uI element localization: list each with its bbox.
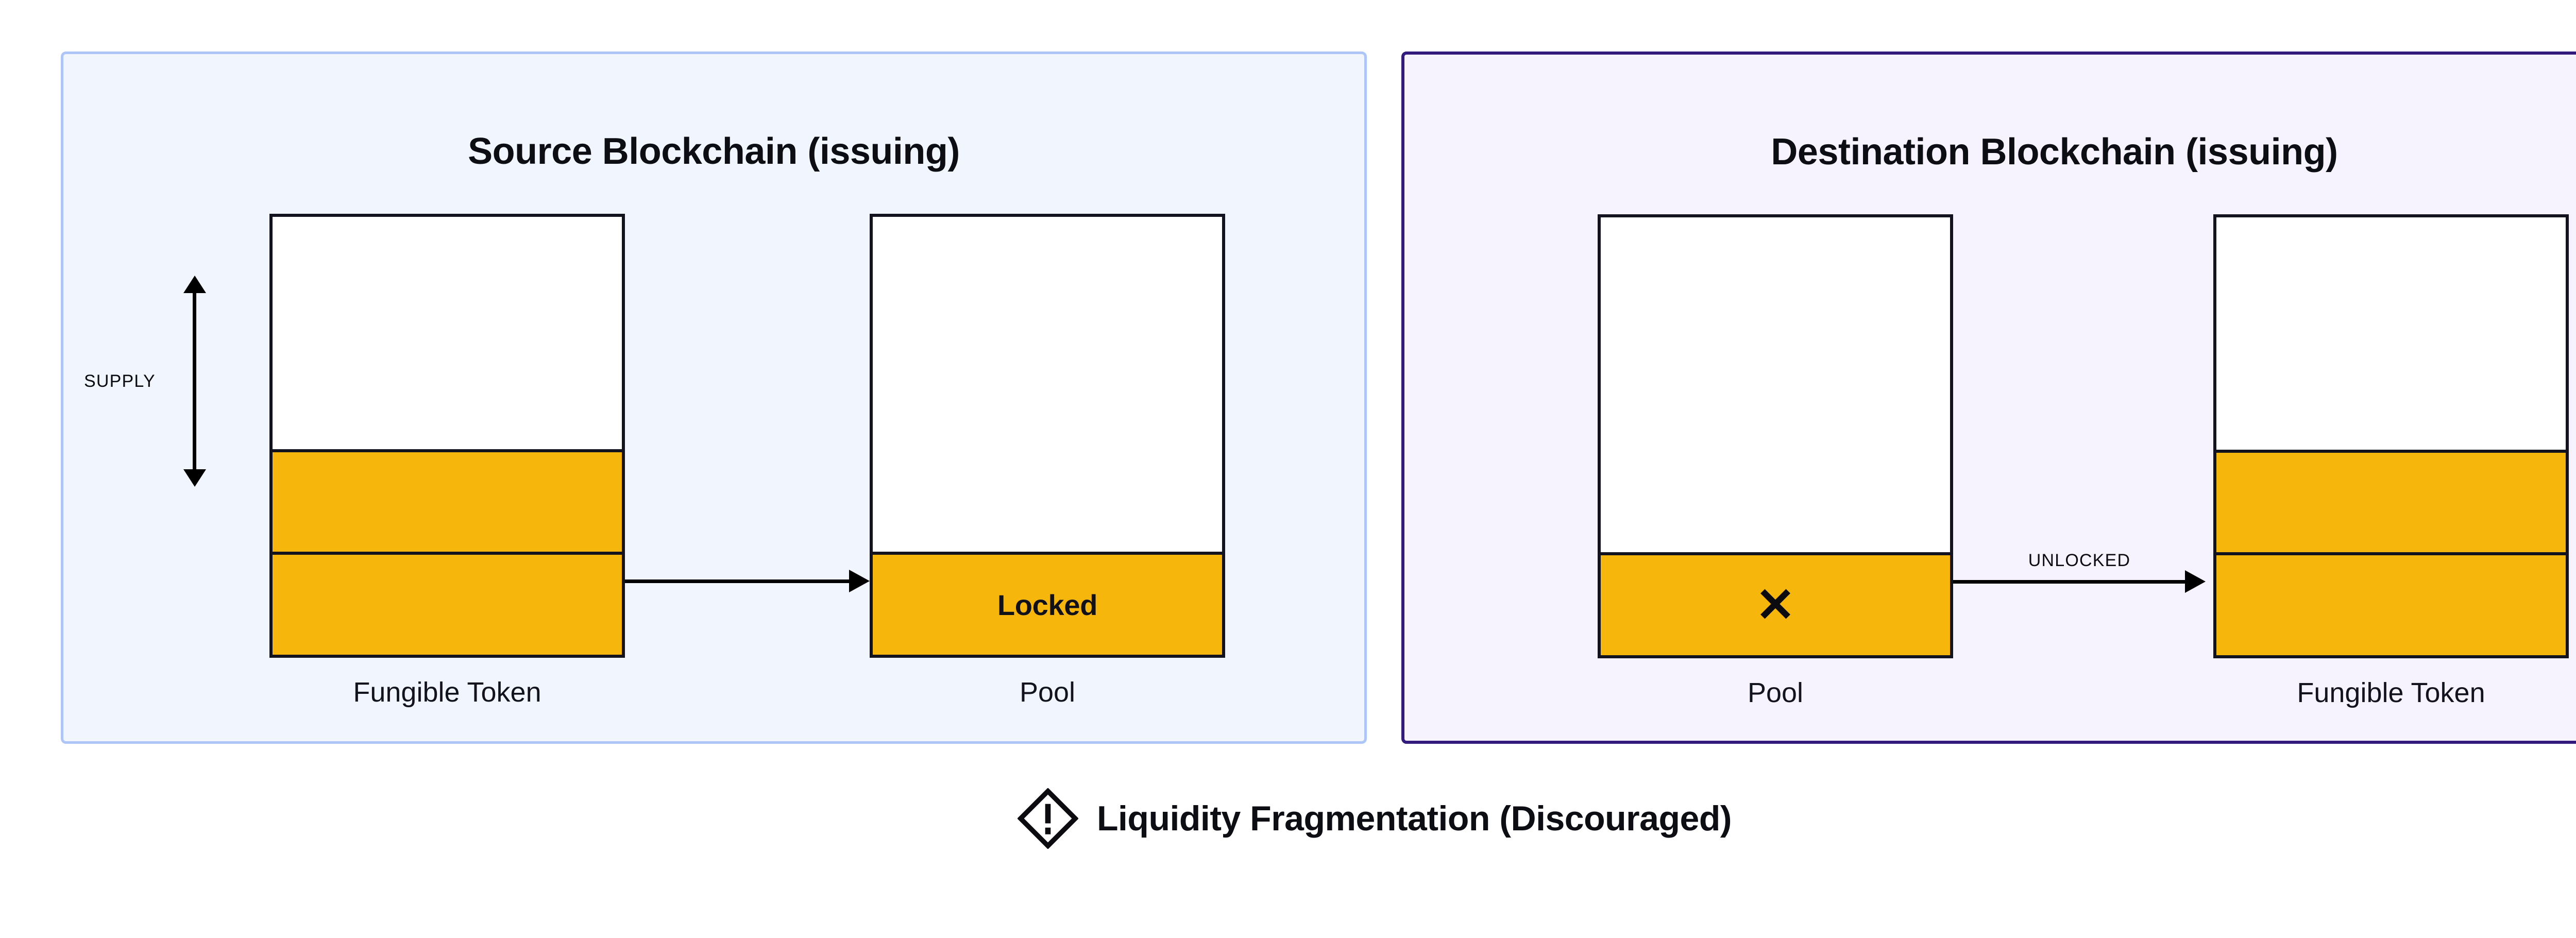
panel-source-title: Source Blockchain (issuing) <box>468 131 960 172</box>
bar-segment-filled <box>2216 552 2566 655</box>
bar-destination-fungible-token <box>2213 214 2569 658</box>
warning-diamond-icon <box>1018 788 1078 849</box>
bar-caption-destination-pool: Pool <box>1747 677 1804 708</box>
panel-destination-blockchain: Destination Blockchain (issuing) ✕ Pool … <box>1401 52 2576 744</box>
bar-group-source-fungible-token: Fungible Token <box>269 214 625 708</box>
panel-destination-title: Destination Blockchain (issuing) <box>1771 131 2338 173</box>
bar-segment-locked: Locked <box>873 552 1222 655</box>
flow-arrow-unlock-label: UNLOCKED <box>2028 551 2131 570</box>
bar-segment-label-locked: Locked <box>997 588 1098 621</box>
bar-group-destination-pool: ✕ Pool <box>1598 214 1953 708</box>
bar-caption-source-fungible-token: Fungible Token <box>353 677 541 708</box>
supply-label-source: SUPPLY <box>84 371 156 391</box>
bar-group-destination-fungible-token: Fungible Token <box>2213 214 2569 708</box>
bar-segment-empty <box>1601 217 1950 553</box>
bar-segment-empty <box>273 217 622 449</box>
bar-segment-filled <box>273 449 622 552</box>
bar-segment-filled <box>2216 449 2566 553</box>
bar-source-pool: Locked <box>870 214 1225 658</box>
supply-indicator-source: SUPPLY <box>84 276 206 487</box>
bar-source-fungible-token <box>269 214 625 658</box>
panel-source-blockchain: Source Blockchain (issuing) SUPPLY Fung <box>61 52 1367 744</box>
bar-caption-source-pool: Pool <box>1019 677 1076 708</box>
bar-destination-pool: ✕ <box>1598 214 1953 658</box>
bar-segment-empty <box>2216 217 2566 450</box>
flow-arrow-lock <box>625 569 870 593</box>
bar-segment-blocked: ✕ <box>1601 552 1950 655</box>
bar-group-source-pool: Locked Pool <box>870 214 1225 708</box>
cross-mark-icon: ✕ <box>1755 579 1795 632</box>
footer-caption: Liquidity Fragmentation (Discouraged) <box>0 788 2576 849</box>
flow-arrow-unlock: UNLOCKED <box>1953 551 2206 593</box>
bar-segment-empty <box>873 217 1222 552</box>
bar-segment-filled <box>273 552 622 655</box>
supply-double-arrow-icon <box>183 276 206 487</box>
footer-caption-text: Liquidity Fragmentation (Discouraged) <box>1097 799 1732 838</box>
bar-caption-destination-fungible-token: Fungible Token <box>2297 677 2485 708</box>
